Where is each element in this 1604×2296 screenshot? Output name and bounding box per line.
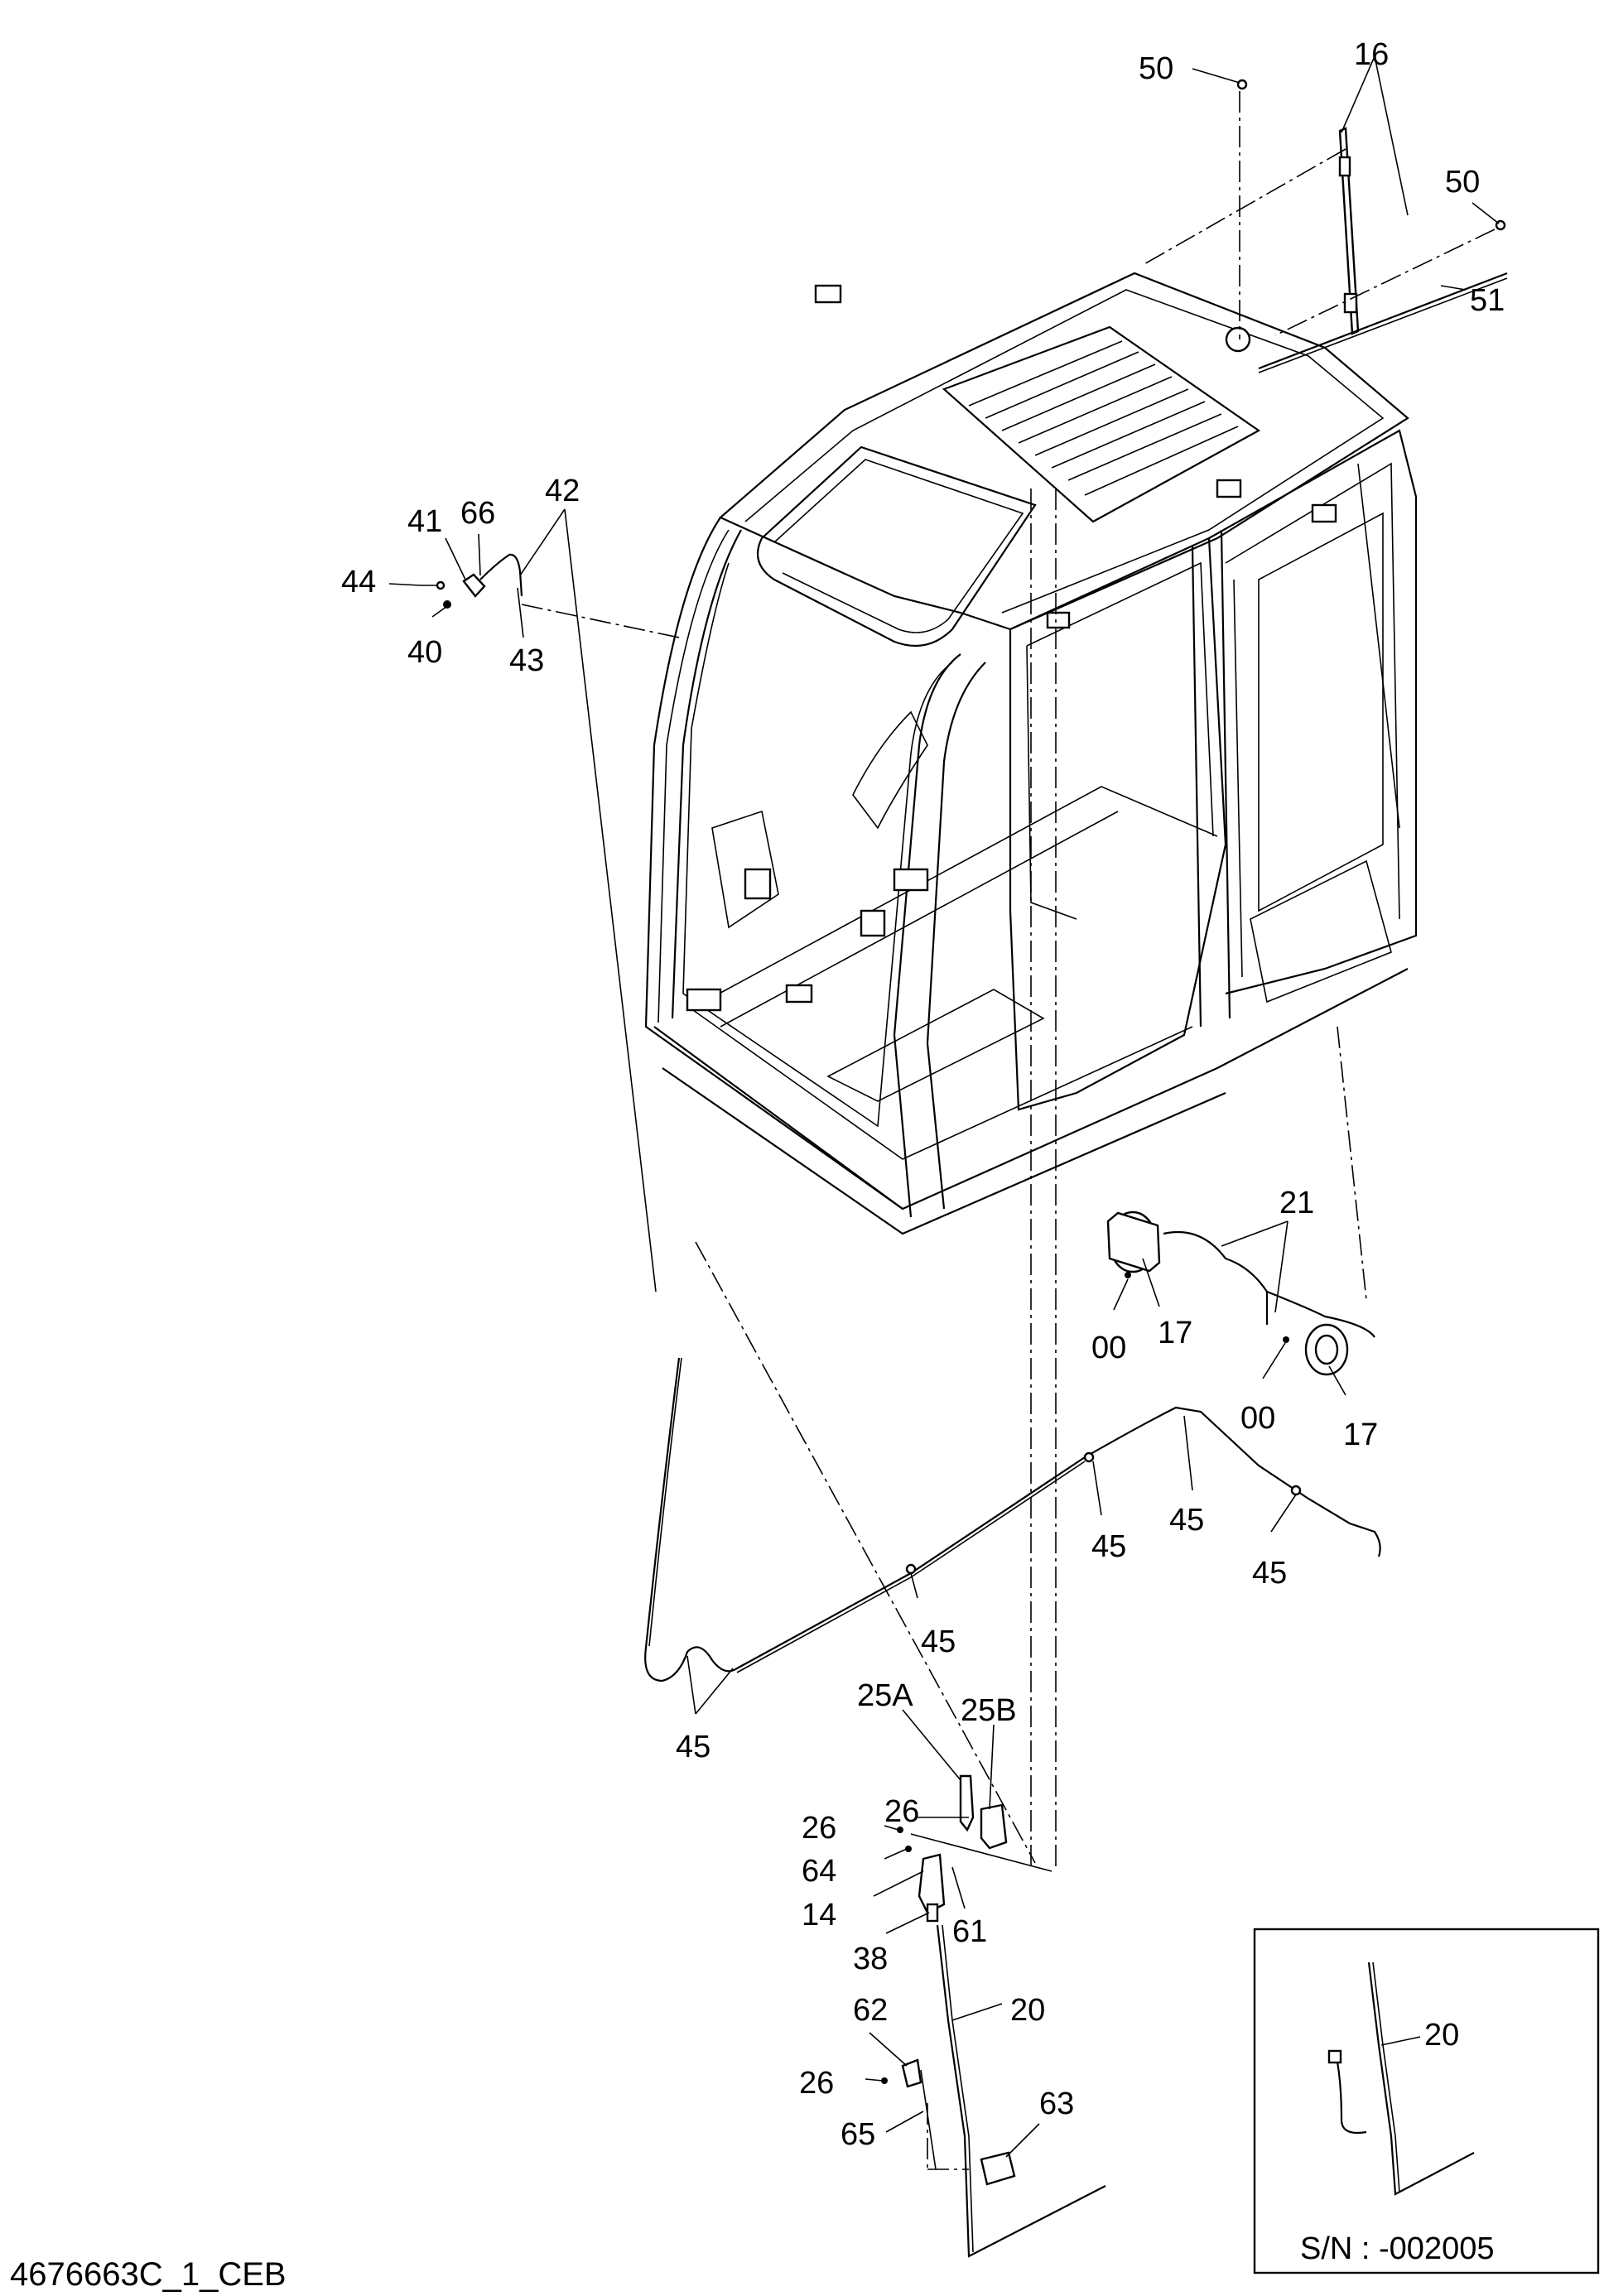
antenna-and-bolts-group	[1142, 79, 1508, 373]
callout-25a: 25A	[857, 1678, 913, 1713]
serial-number-inset: S/N : -002005	[1253, 1928, 1600, 2274]
callout-63: 63	[1039, 2087, 1074, 2121]
callout-51: 51	[1470, 283, 1505, 318]
switch-and-cable-assembly	[695, 489, 1106, 2258]
callout-26-left: 26	[802, 1811, 836, 1846]
callout-45-mid: 45	[1091, 1529, 1126, 1564]
callout-40: 40	[407, 635, 442, 670]
operator-cab	[644, 272, 1418, 1235]
inset-serial-label: S/N : -002005	[1300, 2231, 1494, 2266]
callout-45-upper: 45	[1169, 1503, 1204, 1538]
wiring-harness	[644, 1357, 1381, 1682]
callout-66: 66	[460, 496, 495, 531]
callout-45-left: 45	[676, 1730, 710, 1764]
callout-50-top: 50	[1139, 51, 1173, 86]
callout-45-right: 45	[1252, 1556, 1287, 1591]
callout-44: 44	[341, 565, 376, 599]
callout-42: 42	[545, 474, 580, 508]
callout-16: 16	[1354, 37, 1389, 72]
callout-17-left: 17	[1158, 1316, 1192, 1350]
callout-45-center: 45	[921, 1625, 956, 1659]
callout-65: 65	[841, 2117, 875, 2152]
speaker-assembly	[1106, 1026, 1375, 1376]
drawing-id: 4676663C_1_CEB	[10, 2256, 287, 2293]
callout-64: 64	[802, 1854, 836, 1889]
callout-25b: 25B	[961, 1693, 1017, 1728]
callout-61: 61	[952, 1914, 987, 1949]
leader-lines	[388, 55, 1500, 2158]
callout-62: 62	[853, 1993, 888, 2028]
callout-14: 14	[802, 1898, 836, 1933]
callout-21: 21	[1279, 1186, 1314, 1220]
callout-20: 20	[1010, 1993, 1045, 2028]
callout-26-lower: 26	[799, 2066, 834, 2101]
callout-17-right: 17	[1343, 1418, 1378, 1452]
callout-26-upper: 26	[884, 1794, 919, 1829]
callout-50-right: 50	[1445, 165, 1480, 200]
callout-43: 43	[509, 643, 544, 678]
callout-labels: 16 50 50 51 42 41 66 44 40 43 21 00 17 0…	[341, 37, 1505, 2152]
cab-light-assembly	[421, 553, 680, 638]
callout-00-right: 00	[1240, 1401, 1275, 1436]
callout-00-left: 00	[1091, 1331, 1126, 1365]
callout-41: 41	[407, 504, 442, 539]
callout-38: 38	[853, 1942, 888, 1976]
callout-20-inset: 20	[1424, 2018, 1459, 2053]
